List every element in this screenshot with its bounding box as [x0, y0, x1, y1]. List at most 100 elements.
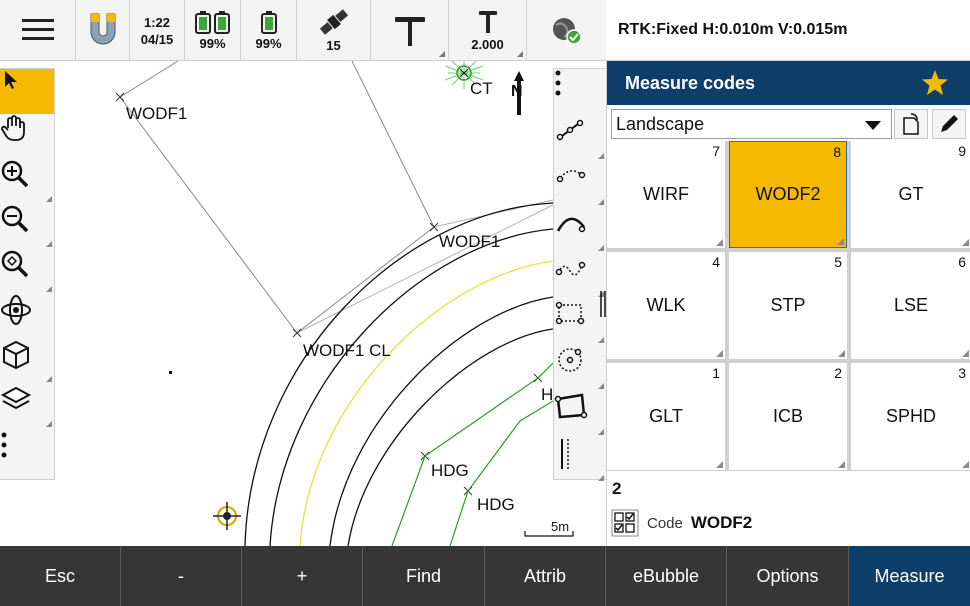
code-button-label: WIRF	[643, 184, 689, 204]
softkey-bar: Esc - + Find Attrib eBubble Options Meas…	[0, 546, 970, 606]
gps-status[interactable]: RTK:Fixed H:0.010m V:0.015m	[606, 0, 970, 61]
hedge-line	[449, 400, 554, 546]
code-button[interactable]: 1 GLT	[607, 363, 725, 470]
panel-header: Measure codes	[607, 61, 970, 105]
magnet-job-icon	[90, 13, 115, 45]
multi-code-icon[interactable]	[611, 509, 639, 537]
job-button[interactable]	[76, 0, 130, 60]
code-button[interactable]: 6 LSE	[851, 252, 970, 359]
corner-marker	[838, 350, 845, 357]
battery-double-icon	[194, 10, 230, 34]
receiver-battery[interactable]: 99%	[241, 0, 297, 60]
road-edge-2	[329, 296, 554, 546]
esc-button[interactable]: Esc	[0, 546, 121, 606]
zoom-extents-icon	[1, 250, 29, 278]
target-height-text: 2.000	[471, 36, 504, 52]
chevron-down-icon	[865, 121, 881, 130]
map-view[interactable]: WODF1 WODF1 WODF1 CL CT HDG HDG H N 5m	[0, 61, 606, 546]
draw-line-tool[interactable]	[554, 115, 606, 161]
zoom-in-tool[interactable]	[0, 159, 54, 204]
code-button-label: SPHD	[885, 406, 936, 426]
satellite-icon	[319, 8, 348, 35]
map-label: WODF1 CL	[303, 341, 391, 360]
add-group-button[interactable]	[894, 109, 928, 139]
code-button[interactable]: 5 STP	[729, 252, 847, 359]
battery-icon	[260, 10, 277, 34]
view-cube-tool[interactable]	[0, 339, 54, 384]
panel-resize-handle-icon[interactable]	[599, 291, 606, 317]
panel-title: Measure codes	[625, 72, 756, 93]
draw-polygon-tool[interactable]	[554, 391, 606, 437]
receiver-pole-icon	[394, 17, 425, 46]
wodf-line	[119, 61, 435, 334]
code-button-label: WLK	[646, 295, 686, 315]
ebubble-button[interactable]: eBubble	[606, 546, 727, 606]
code-button-number: 3	[958, 365, 966, 381]
options-button[interactable]: Options	[727, 546, 849, 606]
map-dot	[169, 371, 172, 374]
zoom-out-tool[interactable]	[0, 204, 54, 249]
controller-battery[interactable]: 99%	[185, 0, 241, 60]
more-tools-right[interactable]	[554, 69, 606, 115]
code-button[interactable]: 7 WIRF	[607, 141, 725, 248]
code-button-number: 2	[834, 365, 842, 381]
orbit-icon	[1, 295, 31, 325]
layers-tool[interactable]	[0, 384, 54, 429]
orbit-tool[interactable]	[0, 294, 54, 339]
map-label: HDG	[431, 461, 469, 480]
code-group-value: Landscape	[616, 113, 705, 134]
edit-group-button[interactable]	[932, 109, 966, 139]
polyline-icon	[555, 261, 586, 276]
corner-marker	[598, 153, 604, 159]
corner-marker	[716, 350, 723, 357]
corner-marker	[716, 239, 723, 246]
instrument-button[interactable]	[371, 0, 449, 60]
draw-arc-tool[interactable]	[554, 161, 606, 207]
rectangle-icon	[555, 301, 585, 325]
satellites-button[interactable]: 15	[297, 0, 371, 60]
new-page-icon	[903, 113, 919, 135]
code-button[interactable]: 4 WLK	[607, 252, 725, 359]
satellite-count: 15	[326, 37, 341, 53]
zoom-plus-button[interactable]: +	[242, 546, 363, 606]
find-button[interactable]: Find	[363, 546, 485, 606]
road-edge-3	[347, 328, 554, 546]
target-height-button[interactable]: 2.000	[449, 0, 527, 60]
code-group-select[interactable]: Landscape	[611, 109, 892, 139]
draw-curve-tool[interactable]	[554, 207, 606, 253]
select-tool[interactable]	[0, 69, 54, 114]
menu-button[interactable]	[0, 0, 76, 60]
offset-line-tool[interactable]	[554, 437, 606, 483]
code-field-label: Code	[647, 514, 683, 532]
corner-marker	[598, 475, 604, 481]
centerline	[299, 260, 554, 546]
corner-marker	[598, 199, 604, 205]
map-label: H	[541, 385, 554, 404]
corner-marker	[598, 383, 604, 389]
zoom-extents-tool[interactable]	[0, 249, 54, 294]
measure-button[interactable]: Measure	[849, 546, 970, 606]
code-button[interactable]: 3 SPHD	[851, 363, 970, 470]
connection-status[interactable]	[527, 0, 606, 60]
code-button[interactable]: 9 GT	[851, 141, 970, 248]
favorite-star-icon[interactable]	[921, 69, 949, 97]
code-button-label: GT	[898, 184, 924, 204]
draw-circle-tool[interactable]	[554, 345, 606, 391]
zoom-in-icon	[1, 160, 29, 188]
zoom-minus-button[interactable]: -	[121, 546, 242, 606]
line-icon	[556, 119, 584, 141]
corner-marker	[517, 51, 523, 57]
corner-marker	[962, 461, 969, 468]
curve-icon	[556, 217, 586, 233]
more-tools-left[interactable]	[0, 431, 54, 476]
code-field-value[interactable]: WODF2	[690, 513, 753, 532]
pan-tool[interactable]	[0, 114, 54, 159]
corner-marker	[598, 245, 604, 251]
code-button-number: 5	[834, 254, 842, 270]
draw-rectangle-tool[interactable]	[554, 299, 606, 345]
wodf-line	[296, 204, 554, 334]
hedge-line	[391, 362, 554, 546]
code-button-selected[interactable]: 8 WODF2	[729, 141, 847, 248]
attrib-button[interactable]: Attrib	[485, 546, 606, 606]
code-button[interactable]: 2 ICB	[729, 363, 847, 470]
